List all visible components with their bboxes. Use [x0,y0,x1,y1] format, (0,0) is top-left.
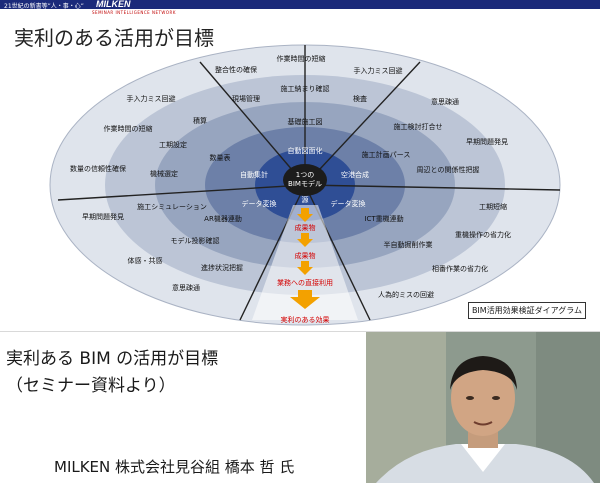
ring4-label: 手入力ミス回避 [354,66,403,75]
flow-label: 業務への直接利用 [277,278,333,287]
ring3-label: 工期設定 [159,140,187,149]
ring2-label: AR機器連動 [204,214,242,223]
ring3-label: 整合性の確保 [215,65,257,74]
ring2-label: 数量表 [210,153,231,162]
ring2-label: 施工納まり確認 [281,84,330,93]
ring4-label: 人為的ミスの回避 [378,290,434,299]
ring4-label: 体感・共感 [128,256,163,265]
speaker-credit: MILKEN 株式会社見谷組 橋本 哲 氏 [54,458,295,476]
ring3-label: 半自動掘削作業 [384,240,433,249]
center-core [283,164,327,196]
ring3-label: 周辺との関係性把握 [417,165,480,174]
ring4-label: 意思疎通 [172,283,200,292]
ring3-label: 施工シミュレーション [137,202,207,211]
bim-effect-diagram: 1つの BIMモデル 源 自動図面化 空港合成 データ変換 データ変換 自動集計… [49,44,561,326]
flow-arrows [290,208,320,309]
flow-label: 成果物 [295,223,316,232]
ring1-label: 自動図面化 [288,146,323,155]
ring4-label: 意思疎通 [431,97,459,106]
ring3-label: 現場管理 [232,94,260,103]
ring2-label: 機械選定 [150,169,178,178]
ring4-label: 早期問題発見 [466,137,508,146]
source-label: 源 [302,195,309,204]
center-label-2: BIMモデル [288,179,322,188]
ring1-label: 自動集計 [240,170,268,179]
sector-dividers [57,45,561,321]
ring3-label: 施工検討打合せ [394,122,443,131]
ring2-label: ICT重機連動 [364,214,403,223]
ring4-label: 重機操作の省力化 [455,230,511,239]
slide-header-bar [0,0,600,9]
ring2-label: 施工計画パース [362,150,411,159]
ring4-label: 数量の信頼性確保 [70,164,126,173]
milken-logo-subtitle: SEMINAR INTELLIGENCE NETWORK [92,10,176,15]
seminar-slide: 21世紀の新書等”人・事・心” MILKEN SEMINAR INTELLIGE… [0,0,600,332]
ring3-label: 進捗状況把握 [201,263,243,272]
ring2-label: 積算 [193,116,207,125]
slide-header-tag: 21世紀の新書等”人・事・心” [4,3,84,10]
ring1-label: 空港合成 [341,170,369,179]
photo-caption: 実利ある BIM の活用が目標 （セミナー資料より） [6,346,218,400]
milken-logo: MILKEN [90,0,137,9]
ring4-label: 早期問題発見 [82,212,124,221]
ring1-label: データ変換 [242,199,277,208]
ring2-label: 基礎施工図 [288,117,323,126]
ring4-label: 手入力ミス回避 [127,94,176,103]
ring3-label: 作業時間の短縮 [277,54,326,63]
ring1-label: データ変換 [331,199,366,208]
ring4-label: 相番作業の省力化 [432,264,488,273]
caption-line-1: 実利ある BIM の活用が目標 [6,349,219,369]
ring4-label: 作業時間の短縮 [104,124,153,133]
center-label-1: 1つの [296,171,314,179]
ring3-label: モデル投影確認 [171,236,220,245]
diagram-label-box: BIM活用効果検証ダイアグラム [468,302,586,319]
flow-label: 実利のある効果 [281,315,330,324]
flow-label: 成果物 [295,251,316,260]
ring3-label: 検査 [353,94,367,103]
ring4-label: 工期短縮 [479,202,507,211]
speaker-photo [366,332,600,483]
caption-line-2: （セミナー資料より） [6,376,176,396]
slide-title: 実利のある活用が目標 [14,26,214,50]
